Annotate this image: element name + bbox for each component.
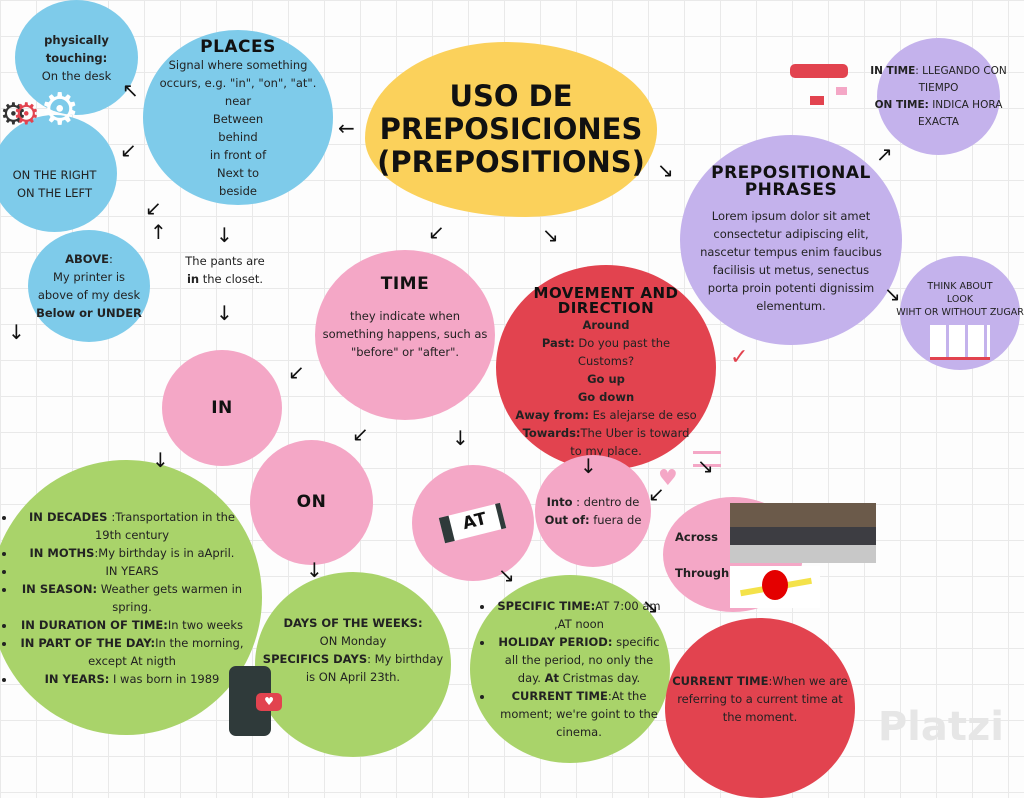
list-item: IN PART OF THE DAY:In the morning, excep… (16, 634, 248, 670)
node-current-time: CURRENT TIME:When we are referring to a … (665, 618, 855, 798)
node-in-time: IN TIME: LLEGANDO CON TIEMPO ON TIME: IN… (870, 38, 1007, 155)
shopping-cart-icon (930, 325, 990, 360)
node-at-list: SPECIFIC TIME:AT 7:00 am ,AT noon HOLIDA… (470, 575, 670, 763)
main-title-blob: USO DE PREPOSICIONES (PREPOSITIONS) (365, 42, 657, 217)
node-in: IN (162, 350, 282, 466)
platzi-watermark: Platzi (877, 704, 1004, 750)
list-item: CURRENT TIME:At the moment; we're goint … (494, 687, 664, 741)
lines-decoration (693, 451, 721, 467)
at-examples-list: SPECIFIC TIME:AT 7:00 am ,AT noon HOLIDA… (476, 597, 664, 741)
list-item: IN YEARS: I was born in 1989 (16, 670, 248, 688)
node-at: AT (412, 465, 534, 581)
node-in-list: IN DECADES :Transportation in the 19th c… (0, 460, 262, 735)
arrow-icon: ↖ (122, 78, 139, 102)
list-item: IN YEARS (16, 562, 248, 580)
main-title: USO DE PREPOSICIONES (PREPOSITIONS) (377, 79, 645, 179)
arrow-icon: ↓ (8, 320, 25, 344)
heart-icon: ♥ (658, 466, 678, 491)
node-right-left: ON THE RIGHT ON THE LEFT (0, 115, 117, 232)
list-item: IN SEASON: Weather gets warmen in spring… (16, 580, 248, 616)
megaphone-icon: AT (439, 502, 507, 544)
arrow-icon: ↙ (648, 482, 665, 506)
node-time: TIME they indicate when something happen… (315, 250, 495, 420)
list-item: IN DURATION OF TIME:In two weeks (16, 616, 248, 634)
pants-example: The pants are in the closet. (185, 254, 265, 286)
node-above: ABOVE: My printer is above of my desk Be… (28, 230, 150, 342)
calendar-square (836, 87, 847, 95)
arrow-icon: ↘ (542, 223, 559, 247)
arrow-icon: ↘ (498, 563, 515, 587)
node-prepositional-phrases: PREPOSITIONAL PHRASES Lorem ipsum dolor … (680, 135, 902, 345)
node-movement-direction: MOVEMENT AND DIRECTION Around Past: Do y… (496, 265, 716, 470)
list-item: SPECIFIC TIME:AT 7:00 am ,AT noon (494, 597, 664, 633)
arrow-icon: ↓ (152, 448, 169, 472)
node-on-list: DAYS OF THE WEEKS: ON Monday SPECIFICS D… (255, 572, 451, 757)
apple-arrow-image (730, 566, 820, 608)
arrow-icon: ↑ (150, 220, 167, 244)
arrow-icon: ← (338, 116, 355, 140)
node-think-about: THINK ABOUT LOOK WIHT OR WITHOUT ZUGAR (896, 256, 1024, 370)
checkmark-icon: ✓ (730, 345, 749, 370)
arrow-icon: ↘ (884, 282, 901, 306)
node-on: ON (250, 440, 373, 565)
list-item: HOLIDAY PERIOD: specific all the period,… (494, 633, 664, 687)
arrow-icon: ↗ (876, 142, 893, 166)
arrow-icon: ↙ (145, 196, 162, 220)
node-places: PLACES Signal where something occurs, e.… (143, 30, 333, 205)
arrow-icon: ↓ (580, 454, 597, 478)
calendar-square (810, 96, 824, 105)
arrow-icon: ↓ (216, 301, 233, 325)
arrow-icon: ↘ (697, 454, 714, 478)
arrow-icon: ↘ (657, 158, 674, 182)
gears-icon: ⚙⚙⚙ (0, 84, 80, 135)
phone-like-icon: ♥ (229, 666, 282, 736)
node-into: Into : dentro de Out of: fuera de (535, 455, 651, 567)
arrow-icon: ↙ (288, 360, 305, 384)
arrow-icon: ↙ (428, 220, 445, 244)
crosswalk-photo (730, 503, 876, 563)
arrow-icon: ↓ (306, 558, 323, 582)
arrow-icon: ↙ (120, 138, 137, 162)
arrow-icon: ↓ (216, 223, 233, 247)
arrow-icon: ↓ (452, 426, 469, 450)
list-item: IN DECADES :Transportation in the 19th c… (16, 508, 248, 544)
in-examples-list: IN DECADES :Transportation in the 19th c… (0, 508, 248, 688)
list-item: IN MOTHS:My birthday is in aApril. (16, 544, 248, 562)
node-physically-touching: physically touching:On the desk (15, 0, 138, 115)
calendar-icon (790, 64, 848, 78)
arrow-icon: ↘ (642, 594, 659, 618)
arrow-icon: ↙ (352, 422, 369, 446)
